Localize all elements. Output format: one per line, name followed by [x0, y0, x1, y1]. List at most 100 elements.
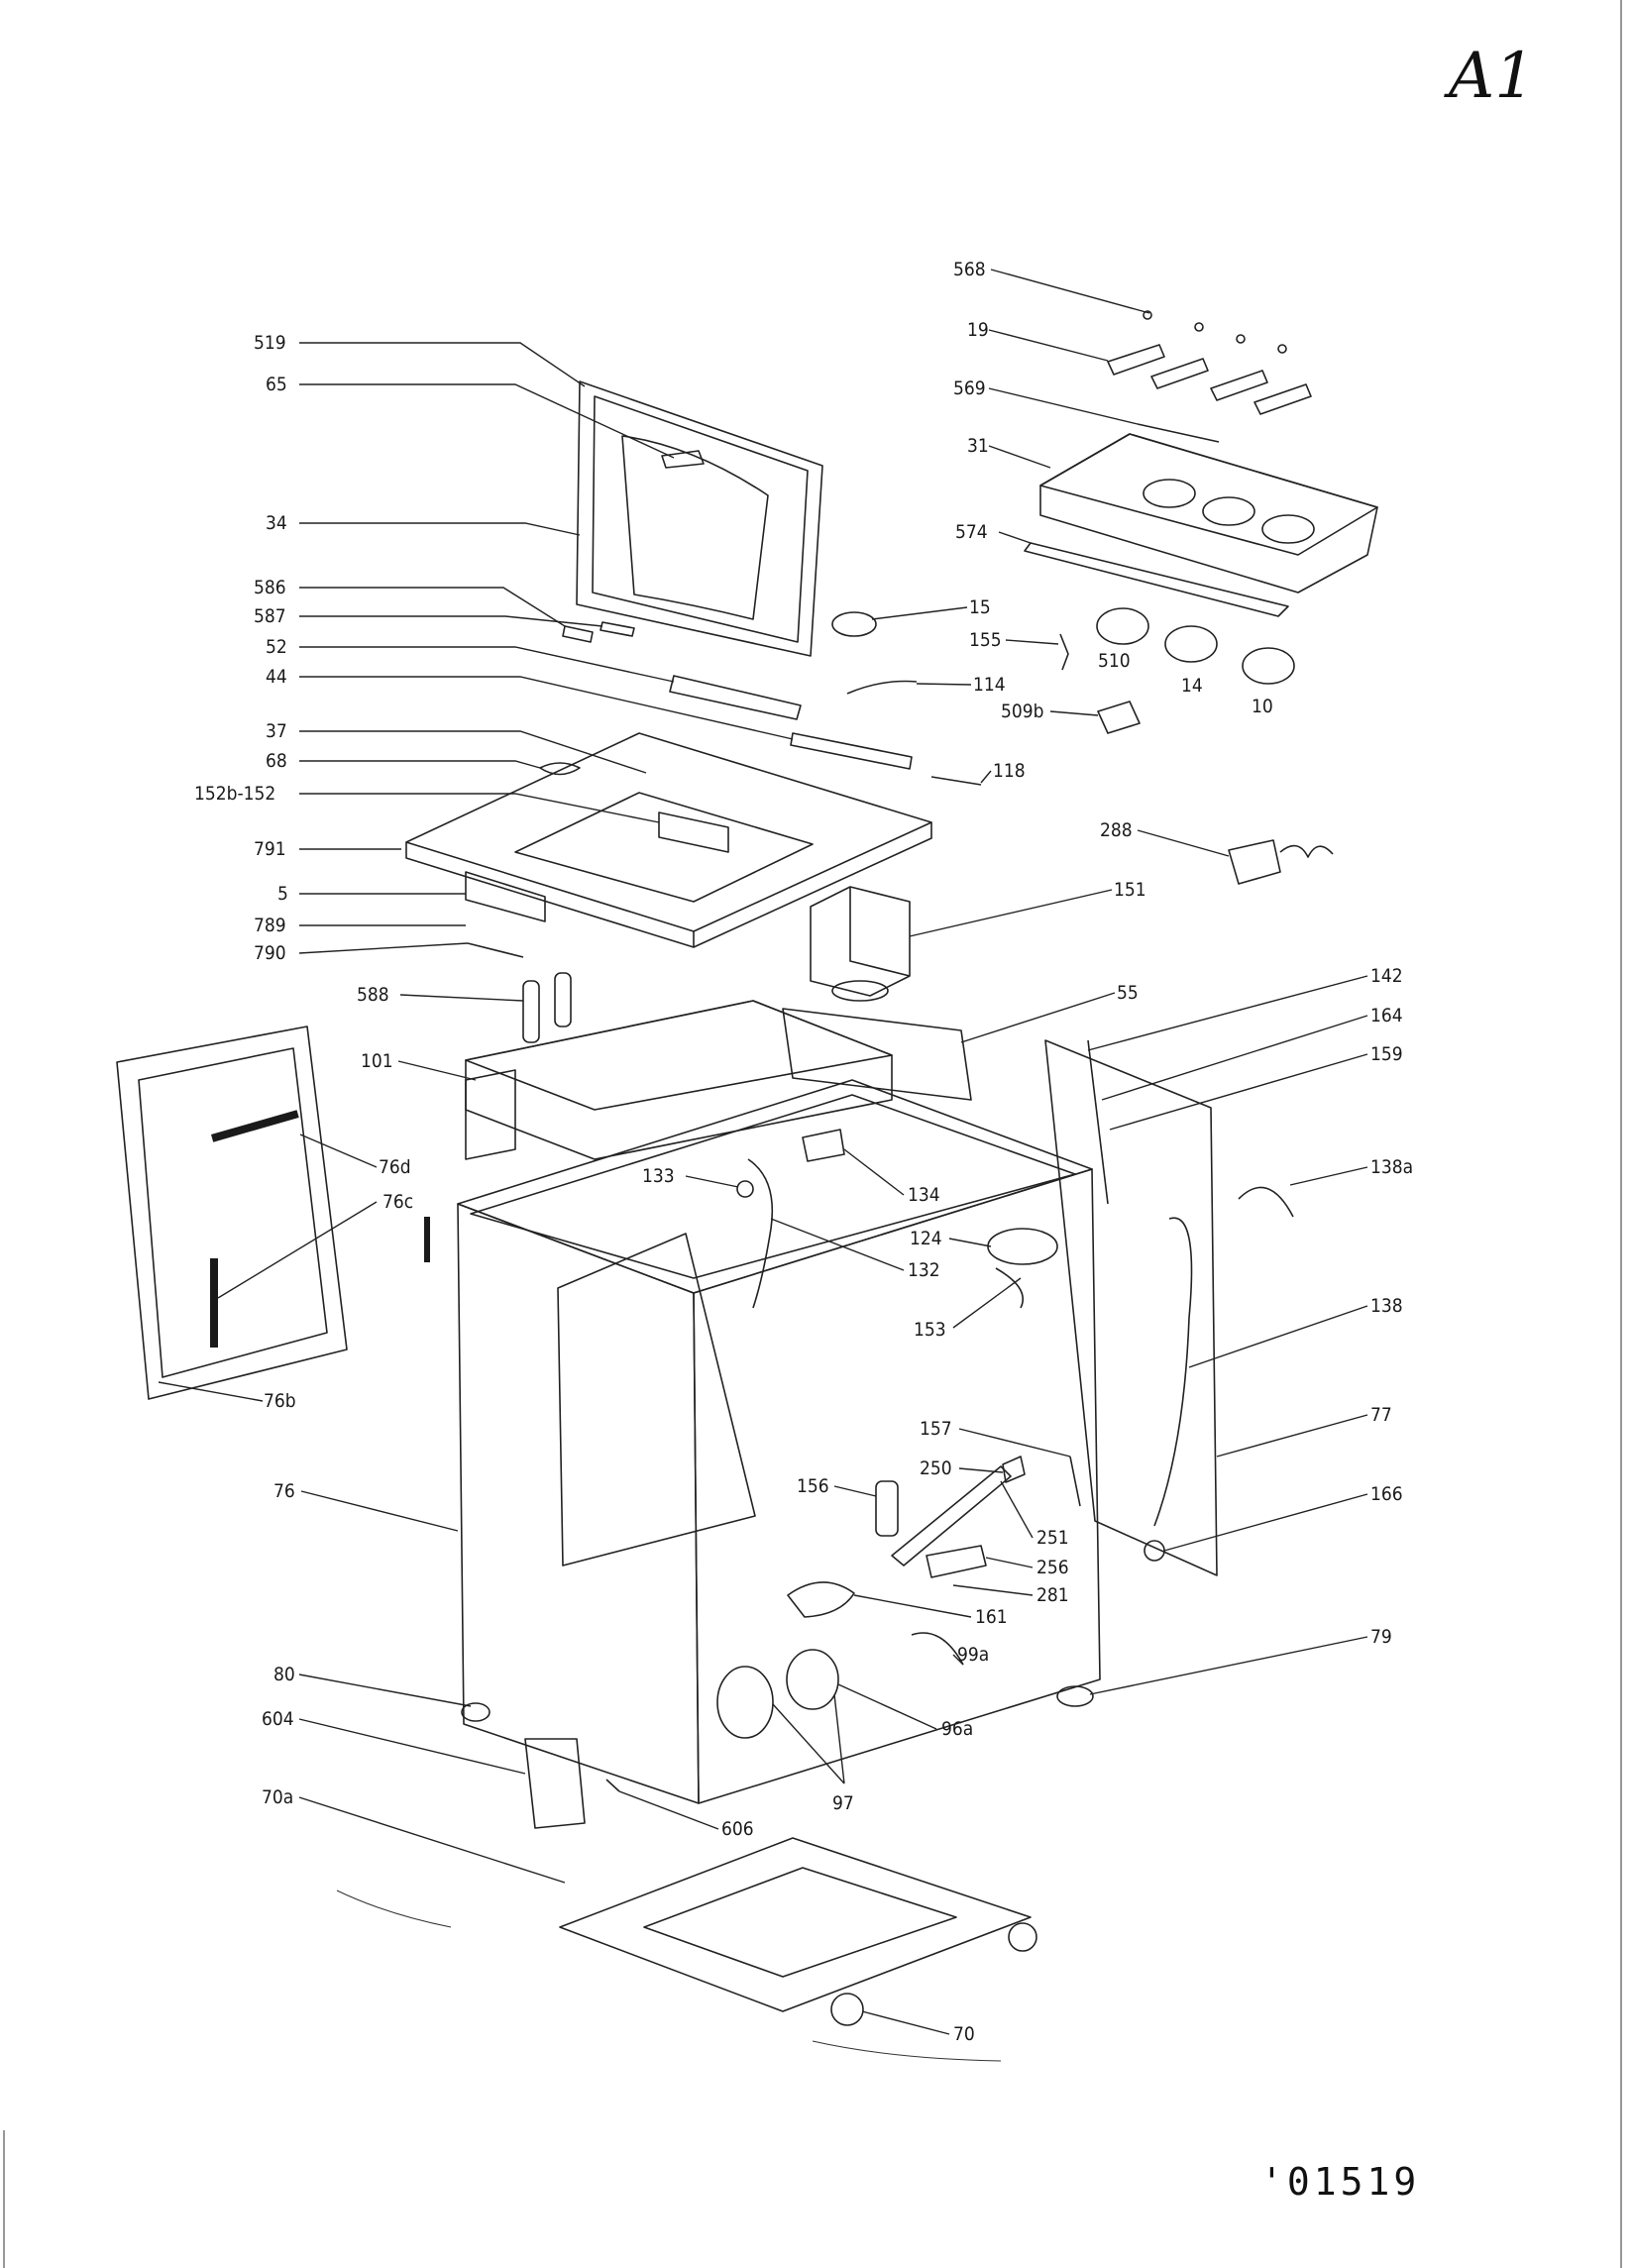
leader-80: [298, 1674, 472, 1707]
dispenser-101: [465, 1000, 893, 1160]
leader-604: [298, 1718, 526, 1775]
leader-586: [299, 587, 566, 627]
floor-arc-left: [336, 1890, 452, 1928]
strip-76c-detached: [424, 1217, 430, 1262]
capacitor-588-b: [554, 972, 572, 1027]
leader-55: [960, 992, 1116, 1043]
callout-label: 281: [1036, 1584, 1069, 1606]
callout-label: 510: [1098, 650, 1131, 672]
callout-label: 31: [967, 435, 989, 457]
leader-76d: [299, 1134, 378, 1168]
callout-label: 118: [993, 760, 1026, 782]
knob-10: [1242, 647, 1295, 685]
leader-790: [298, 942, 469, 954]
button-19-c: [1210, 370, 1268, 401]
callout-label: 151: [1114, 879, 1146, 901]
leader-19: [988, 329, 1109, 362]
strip-76d: [211, 1110, 299, 1142]
callout-label: 790: [254, 942, 286, 964]
callout-label: 569: [953, 378, 986, 399]
callout-label: 55: [1117, 982, 1139, 1004]
front-panel-76b-inner: [138, 1047, 328, 1378]
leader-164: [1101, 1015, 1368, 1101]
lid-hinge-586: [562, 625, 594, 643]
callout-label: 10: [1252, 696, 1273, 717]
leader-118: [980, 770, 992, 784]
leader-161: [853, 1594, 972, 1618]
lid-hinge-587: [600, 621, 635, 637]
lid-and-control-panel: [405, 310, 1378, 958]
callout-label: 250: [920, 1458, 952, 1479]
lid-rail-44: [790, 732, 913, 770]
callout-label: 80: [273, 1664, 295, 1685]
leader-574: [998, 531, 1032, 544]
clip-114: [846, 680, 918, 695]
callout-label: 19: [967, 319, 989, 341]
spring-118: [930, 776, 982, 786]
hose-138a: [1238, 1186, 1294, 1218]
callout-label: 156: [797, 1475, 829, 1497]
button-19-b: [1150, 358, 1209, 389]
leader-251: [1000, 1480, 1034, 1539]
callout-label: 509b: [1001, 701, 1043, 722]
leader-96a: [837, 1683, 937, 1730]
base-frame-inner: [643, 1867, 957, 1978]
bracket-5: [465, 871, 546, 922]
callout-label: 574: [955, 521, 988, 543]
leader-15: [871, 606, 968, 620]
leader-76: [300, 1490, 459, 1532]
callout-label: 161: [975, 1606, 1008, 1628]
screw-568-a: [1143, 310, 1152, 320]
leader-76c: [217, 1201, 378, 1299]
leader-97: [772, 1703, 845, 1784]
callout-label: 138a: [1370, 1156, 1413, 1178]
switch-509b: [1097, 701, 1141, 734]
screw-568-b: [1194, 322, 1204, 332]
callout-label: 76c: [382, 1191, 413, 1213]
leader-65: [299, 383, 675, 459]
leader-70: [861, 2010, 950, 2035]
timer-base: [831, 980, 889, 1002]
sheet-number: '01519: [1260, 2160, 1420, 2204]
timer-module-151: [810, 886, 911, 997]
leader-133: [685, 1175, 739, 1188]
callout-label: 5: [277, 883, 288, 905]
callout-label: 138: [1370, 1295, 1403, 1317]
callout-label: 37: [266, 720, 287, 742]
callout-label: 77: [1370, 1404, 1392, 1426]
callout-label: 124: [910, 1228, 942, 1249]
leader-132: [770, 1218, 905, 1271]
leader-519: [299, 342, 586, 387]
front-panel-76b: [116, 1026, 348, 1400]
cabinet-window: [557, 1233, 756, 1566]
leader-134: [843, 1148, 905, 1196]
knob-hole-2: [1202, 496, 1255, 526]
leader-166: [1163, 1493, 1368, 1552]
leader-142: [1087, 975, 1368, 1051]
callout-label: 76b: [264, 1390, 296, 1412]
cabinet-rim: [470, 1094, 1076, 1279]
leader-588: [399, 994, 524, 1002]
leader-70a: [298, 1796, 566, 1884]
pressure-switch-124: [987, 1228, 1058, 1265]
screw-606: [605, 1779, 620, 1792]
top-panel-rim-right: [693, 822, 932, 948]
lid-handle: [661, 450, 705, 469]
callout-label: 76d: [379, 1156, 411, 1178]
leader-509b: [1049, 710, 1099, 716]
callout-label: 34: [266, 512, 287, 534]
leader-156: [833, 1485, 877, 1497]
callout-label: 114: [973, 674, 1006, 696]
rear-panel-77: [1044, 1039, 1218, 1576]
leader-52: [299, 646, 675, 683]
callout-label: 142: [1370, 965, 1403, 987]
leader-288: [1137, 829, 1230, 857]
caster-70: [830, 1993, 864, 2026]
hinge-block-152: [658, 811, 729, 853]
leader-281: [952, 1584, 1034, 1596]
leader-138: [1188, 1305, 1368, 1368]
knob-14: [1164, 625, 1218, 663]
leader-44: [299, 676, 794, 740]
rod-790: [467, 942, 524, 958]
cabinet-front: [457, 1203, 700, 1804]
